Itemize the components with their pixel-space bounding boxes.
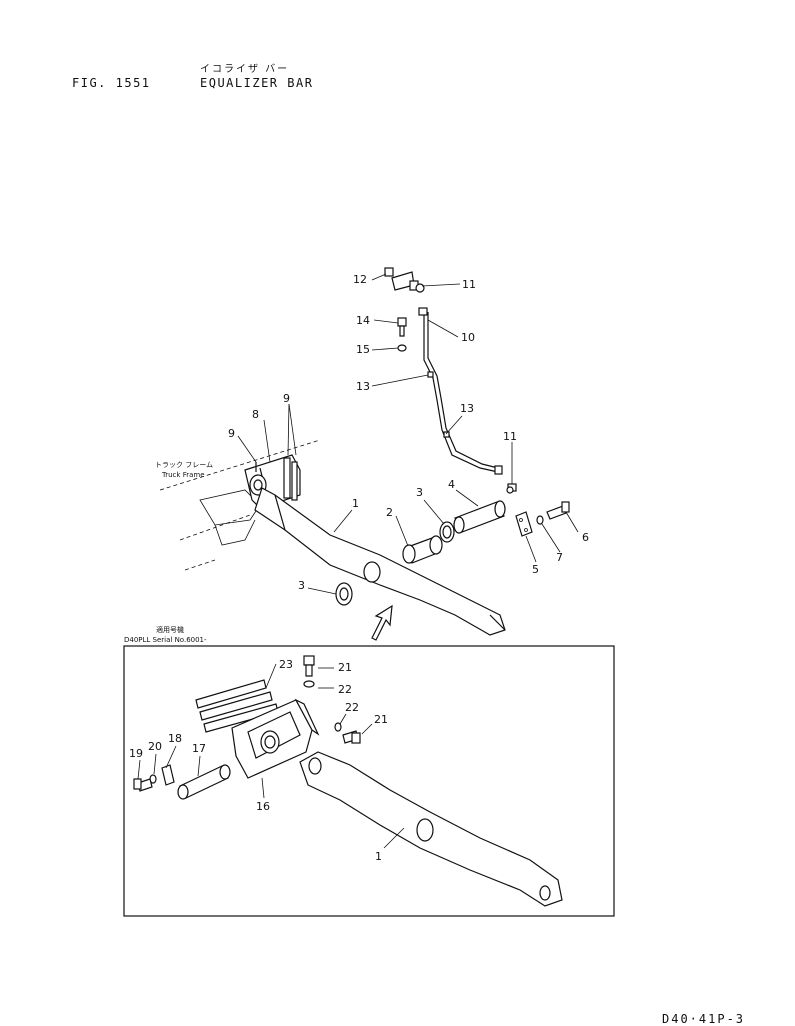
callout-10: 10 xyxy=(461,331,475,344)
callout-5: 5 xyxy=(532,563,539,576)
callout-22-lower: 22 xyxy=(345,701,359,714)
callout-19: 19 xyxy=(129,747,143,760)
view-arrow xyxy=(371,604,393,641)
callout-6: 6 xyxy=(582,531,589,544)
track-frame-label: Truck Frame xyxy=(161,471,205,479)
annotations: トラック フレーム Truck Frame 適用号機 D40PLL Serial… xyxy=(124,461,213,644)
track-frame-outline xyxy=(159,439,321,571)
callout-3-upper: 3 xyxy=(416,486,423,499)
callout-12: 12 xyxy=(353,273,367,286)
equalizer-bar-upper xyxy=(254,487,506,636)
drawing-code: D40·41P-3 xyxy=(662,1012,746,1026)
callout-21-lower: 21 xyxy=(374,713,388,726)
figure-number: FIG. 1551 xyxy=(72,76,151,90)
inset-bolts xyxy=(303,655,361,744)
callout-13-left: 13 xyxy=(356,380,370,393)
serial-label-jp: 適用号機 xyxy=(156,625,184,634)
leader-lines xyxy=(137,273,579,849)
callout-14: 14 xyxy=(356,314,370,327)
grease-line xyxy=(384,267,517,494)
diagram-title: EQUALIZER BAR xyxy=(200,76,314,90)
callout-9-right: 9 xyxy=(283,392,290,405)
callout-8: 8 xyxy=(252,408,259,421)
callout-9-left: 9 xyxy=(228,427,235,440)
title-japanese: イコライザ バー xyxy=(200,64,290,75)
callout-20: 20 xyxy=(148,740,162,753)
serial-label: D40PLL Serial No.6001- xyxy=(124,636,207,644)
callout-15: 15 xyxy=(356,343,370,356)
equalizer-bar-inset xyxy=(299,751,563,907)
callout-3-lower: 3 xyxy=(298,579,305,592)
callout-2: 2 xyxy=(386,506,393,519)
callout-21-top: 21 xyxy=(338,661,352,674)
track-frame-label-jp: トラック フレーム xyxy=(155,461,213,469)
callouts: 12 11 10 14 15 13 13 11 9 8 9 1 2 3 4 5 … xyxy=(129,273,589,863)
inset-pin-assembly xyxy=(133,764,231,800)
lock-plate-bolt xyxy=(515,501,570,537)
callout-23: 23 xyxy=(279,658,293,671)
bushing-and-pin xyxy=(335,500,506,606)
callout-18: 18 xyxy=(168,732,182,745)
callout-22-top: 22 xyxy=(338,683,352,696)
callout-17: 17 xyxy=(192,742,206,755)
callout-7: 7 xyxy=(556,551,563,564)
callout-4: 4 xyxy=(448,478,455,491)
callout-13-right: 13 xyxy=(460,402,474,415)
callout-11-lower: 11 xyxy=(503,430,517,443)
inset-frame xyxy=(123,645,615,917)
callout-11-upper: 11 xyxy=(462,278,476,291)
inset-bracket xyxy=(231,698,320,779)
callout-1-inset: 1 xyxy=(375,850,382,863)
callout-1-upper: 1 xyxy=(352,497,359,510)
callout-16: 16 xyxy=(256,800,270,813)
